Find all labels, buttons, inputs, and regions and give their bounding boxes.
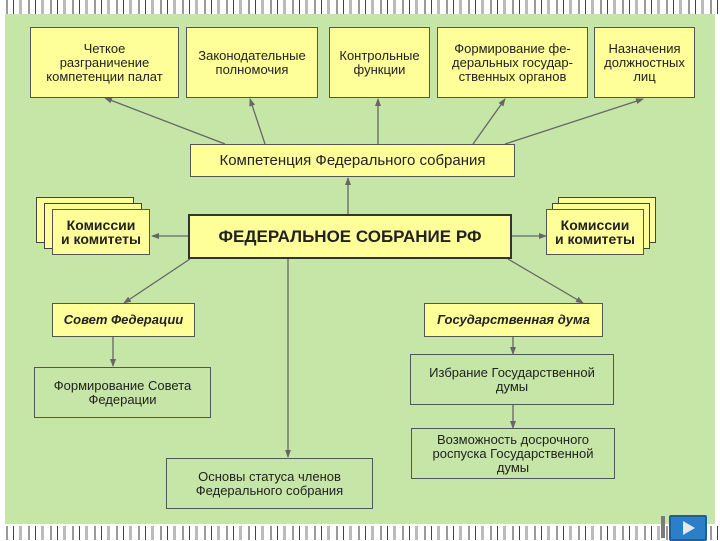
node-competence: Компетенция Федерального собрания [190, 144, 515, 177]
play-next-icon [683, 521, 695, 535]
node-commissions-right: Комиссии и комитеты [546, 209, 644, 255]
arrow-to-appointments [504, 98, 644, 145]
decorative-stripes-bottom [0, 526, 720, 540]
arrow-to-clear-division [104, 97, 226, 145]
node-clear-division: Четкое разграничение компетенции палат [30, 27, 179, 98]
node-federal-assembly: ФЕДЕРАЛЬНОЕ СОБРАНИЕ РФ [188, 214, 512, 259]
node-control: Контрольные функции [329, 27, 430, 98]
node-election-duma: Избрание Государственной думы [410, 354, 614, 405]
node-appointments: Назначения должностных лиц [594, 27, 695, 98]
nav-divider [661, 516, 665, 538]
arrow-to-legislative [249, 98, 266, 145]
node-dissolution-duma: Возможность досрочного роспуска Государс… [411, 428, 615, 479]
node-federation-council: Совет Федерации [52, 303, 195, 337]
arrow-to-state-duma [507, 258, 584, 304]
next-slide-button[interactable] [669, 515, 707, 541]
node-legislative: Законодательные полномочия [186, 27, 318, 98]
node-status-basis: Основы статуса членов Федерального собра… [166, 458, 373, 509]
decorative-stripes-top [0, 0, 720, 14]
node-forming-bodies: Формирование фе- деральных государ- стве… [437, 27, 588, 98]
node-state-duma: Государственная дума [424, 303, 603, 337]
arrow-to-federation-council [123, 258, 191, 304]
node-forming-council: Формирование Совета Федерации [34, 367, 211, 418]
diagram-background [5, 14, 715, 524]
arrow-to-forming-bodies [472, 98, 506, 145]
node-commissions-left: Комиссии и комитеты [52, 209, 150, 255]
